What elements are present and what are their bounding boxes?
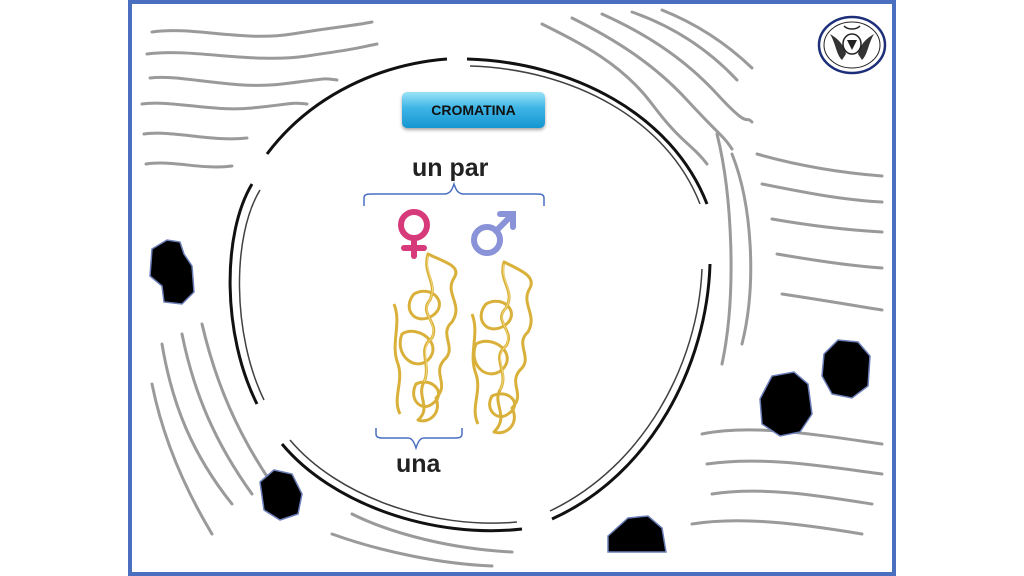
er-line [148, 75, 339, 87]
er-line [775, 252, 884, 270]
er-line [140, 101, 309, 111]
female-symbol-icon [398, 209, 430, 259]
blob [149, 239, 195, 305]
male-symbol-icon [471, 211, 516, 256]
er-line [150, 20, 374, 38]
blob [607, 515, 667, 553]
chromatin-maternal [392, 252, 458, 423]
cell-diagram [140, 8, 884, 568]
er-line [780, 292, 884, 312]
er-line [715, 132, 733, 366]
pair-label: un par [412, 154, 489, 182]
cromatina-badge: CROMATINA [402, 92, 545, 128]
er-line [630, 10, 739, 82]
er-line [710, 489, 874, 506]
nuclear-membrane [228, 57, 712, 533]
er-line [330, 532, 494, 568]
university-seal-icon [817, 15, 887, 75]
er-line [660, 8, 754, 70]
er-line [144, 161, 234, 169]
er-line [350, 512, 514, 554]
er-line [160, 342, 234, 506]
slide: CROMATINA un par una [128, 0, 896, 576]
er-line [705, 459, 884, 476]
dark-blobs [149, 239, 871, 553]
blob [759, 371, 813, 437]
single-label: una [396, 450, 441, 478]
pair-brace [363, 181, 545, 206]
er-line [540, 22, 709, 166]
er-line [180, 332, 254, 496]
er-line [755, 152, 884, 178]
er-lines [140, 8, 884, 568]
blob [259, 469, 303, 521]
er-line [760, 182, 884, 204]
chromatin-paternal [470, 260, 533, 435]
er-line [570, 16, 734, 151]
er-line [150, 382, 214, 536]
er-line [690, 519, 864, 536]
er-line [770, 217, 884, 234]
blob [821, 339, 871, 399]
er-line [600, 12, 754, 124]
er-line [200, 322, 274, 486]
er-line [145, 42, 379, 60]
er-line [730, 152, 753, 346]
single-brace [375, 428, 463, 451]
er-line [142, 131, 249, 141]
